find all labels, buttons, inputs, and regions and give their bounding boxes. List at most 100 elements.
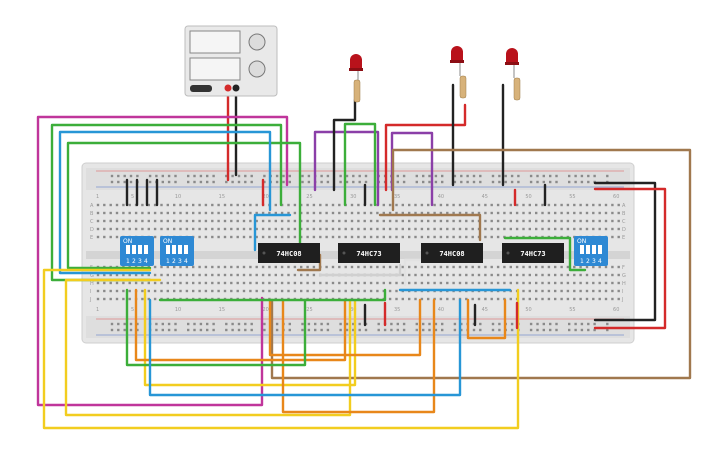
breadboard-hole[interactable]: [466, 180, 469, 184]
breadboard-hole[interactable]: [199, 180, 203, 184]
breadboard-hole[interactable]: [141, 289, 144, 293]
breadboard-hole[interactable]: [288, 322, 291, 326]
breadboard-hole[interactable]: [568, 174, 571, 178]
breadboard-hole[interactable]: [96, 219, 100, 223]
breadboard-hole[interactable]: [479, 328, 482, 332]
breadboard-hole[interactable]: [490, 211, 493, 215]
breadboard-hole[interactable]: [211, 227, 214, 231]
breadboard-hole[interactable]: [187, 180, 190, 184]
breadboard-hole[interactable]: [123, 180, 126, 184]
breadboard-hole[interactable]: [484, 281, 487, 285]
breadboard-hole[interactable]: [249, 203, 252, 207]
breadboard-hole[interactable]: [598, 297, 601, 301]
breadboard-hole[interactable]: [331, 219, 335, 223]
breadboard-hole[interactable]: [560, 219, 563, 223]
breadboard-hole[interactable]: [307, 322, 311, 326]
breadboard-hole[interactable]: [547, 227, 551, 231]
breadboard-hole[interactable]: [230, 219, 233, 223]
breadboard-hole[interactable]: [510, 322, 514, 326]
breadboard-hole[interactable]: [325, 219, 328, 223]
breadboard-hole[interactable]: [388, 219, 392, 223]
breadboard-hole[interactable]: [307, 174, 311, 178]
breadboard-hole[interactable]: [542, 180, 545, 184]
breadboard-hole[interactable]: [503, 281, 506, 285]
breadboard-hole[interactable]: [369, 281, 373, 285]
breadboard-hole[interactable]: [319, 227, 322, 231]
breadboard-hole[interactable]: [446, 235, 449, 239]
breadboard-hole[interactable]: [274, 281, 277, 285]
breadboard-hole[interactable]: [287, 281, 290, 285]
breadboard-hole[interactable]: [223, 265, 227, 269]
breadboard-hole[interactable]: [549, 180, 552, 184]
breadboard-hole[interactable]: [477, 203, 481, 207]
breadboard-hole[interactable]: [428, 180, 431, 184]
breadboard-hole[interactable]: [167, 322, 171, 326]
breadboard-hole[interactable]: [123, 174, 126, 178]
breadboard-hole[interactable]: [109, 211, 112, 215]
breadboard-hole[interactable]: [274, 273, 277, 277]
breadboard-hole[interactable]: [395, 265, 398, 269]
breadboard-hole[interactable]: [357, 265, 360, 269]
breadboard-hole[interactable]: [325, 211, 328, 215]
breadboard-hole[interactable]: [249, 211, 252, 215]
breadboard-hole[interactable]: [217, 211, 220, 215]
breadboard-hole[interactable]: [541, 203, 544, 207]
breadboard-hole[interactable]: [573, 211, 576, 215]
breadboard-hole[interactable]: [477, 211, 481, 215]
breadboard-hole[interactable]: [536, 174, 539, 178]
breadboard-hole[interactable]: [388, 211, 392, 215]
breadboard-hole[interactable]: [401, 219, 404, 223]
breadboard-hole[interactable]: [573, 289, 576, 293]
breadboard-hole[interactable]: [212, 174, 215, 178]
breadboard-hole[interactable]: [338, 265, 341, 269]
breadboard-hole[interactable]: [128, 281, 131, 285]
breadboard-hole[interactable]: [173, 289, 176, 293]
breadboard-hole[interactable]: [585, 211, 589, 215]
breadboard-hole[interactable]: [261, 211, 265, 215]
breadboard-hole[interactable]: [376, 227, 379, 231]
breadboard-hole[interactable]: [325, 289, 328, 293]
breadboard-hole[interactable]: [115, 273, 119, 277]
breadboard-hole[interactable]: [593, 328, 596, 332]
breadboard-hole[interactable]: [350, 227, 354, 231]
breadboard-hole[interactable]: [382, 219, 385, 223]
breadboard-hole[interactable]: [230, 211, 233, 215]
breadboard-hole[interactable]: [490, 297, 493, 301]
breadboard-hole[interactable]: [96, 227, 100, 231]
breadboard-hole[interactable]: [592, 265, 595, 269]
breadboard-hole[interactable]: [237, 322, 241, 326]
breadboard-hole[interactable]: [388, 235, 392, 239]
breadboard-hole[interactable]: [96, 297, 100, 301]
breadboard-hole[interactable]: [446, 297, 449, 301]
breadboard-hole[interactable]: [453, 322, 457, 326]
breadboard-hole[interactable]: [192, 211, 195, 215]
breadboard-hole[interactable]: [452, 281, 455, 285]
breadboard-hole[interactable]: [198, 211, 201, 215]
breadboard-hole[interactable]: [504, 180, 507, 184]
breadboard-hole[interactable]: [428, 328, 431, 332]
breadboard-hole[interactable]: [179, 289, 182, 293]
breadboard-hole[interactable]: [592, 203, 595, 207]
breadboard-hole[interactable]: [541, 289, 544, 293]
breadboard-hole[interactable]: [128, 289, 131, 293]
breadboard-hole[interactable]: [604, 265, 608, 269]
breadboard-hole[interactable]: [161, 322, 164, 326]
breadboard-hole[interactable]: [414, 265, 417, 269]
breadboard-hole[interactable]: [236, 273, 239, 277]
breadboard-hole[interactable]: [439, 219, 443, 223]
breadboard-hole[interactable]: [136, 174, 139, 178]
dip-switch-3[interactable]: ON 1 2 3 4: [574, 236, 608, 266]
breadboard-hole[interactable]: [579, 203, 582, 207]
breadboard-hole[interactable]: [204, 265, 208, 269]
breadboard-hole[interactable]: [211, 289, 214, 293]
breadboard-hole[interactable]: [198, 265, 201, 269]
breadboard-hole[interactable]: [611, 227, 614, 231]
breadboard-hole[interactable]: [568, 322, 571, 326]
breadboard-hole[interactable]: [155, 328, 158, 332]
breadboard-hole[interactable]: [217, 235, 220, 239]
breadboard-hole[interactable]: [148, 174, 152, 178]
breadboard-hole[interactable]: [568, 180, 571, 184]
breadboard-hole[interactable]: [617, 211, 620, 215]
breadboard-hole[interactable]: [604, 211, 608, 215]
breadboard-hole[interactable]: [223, 273, 227, 277]
